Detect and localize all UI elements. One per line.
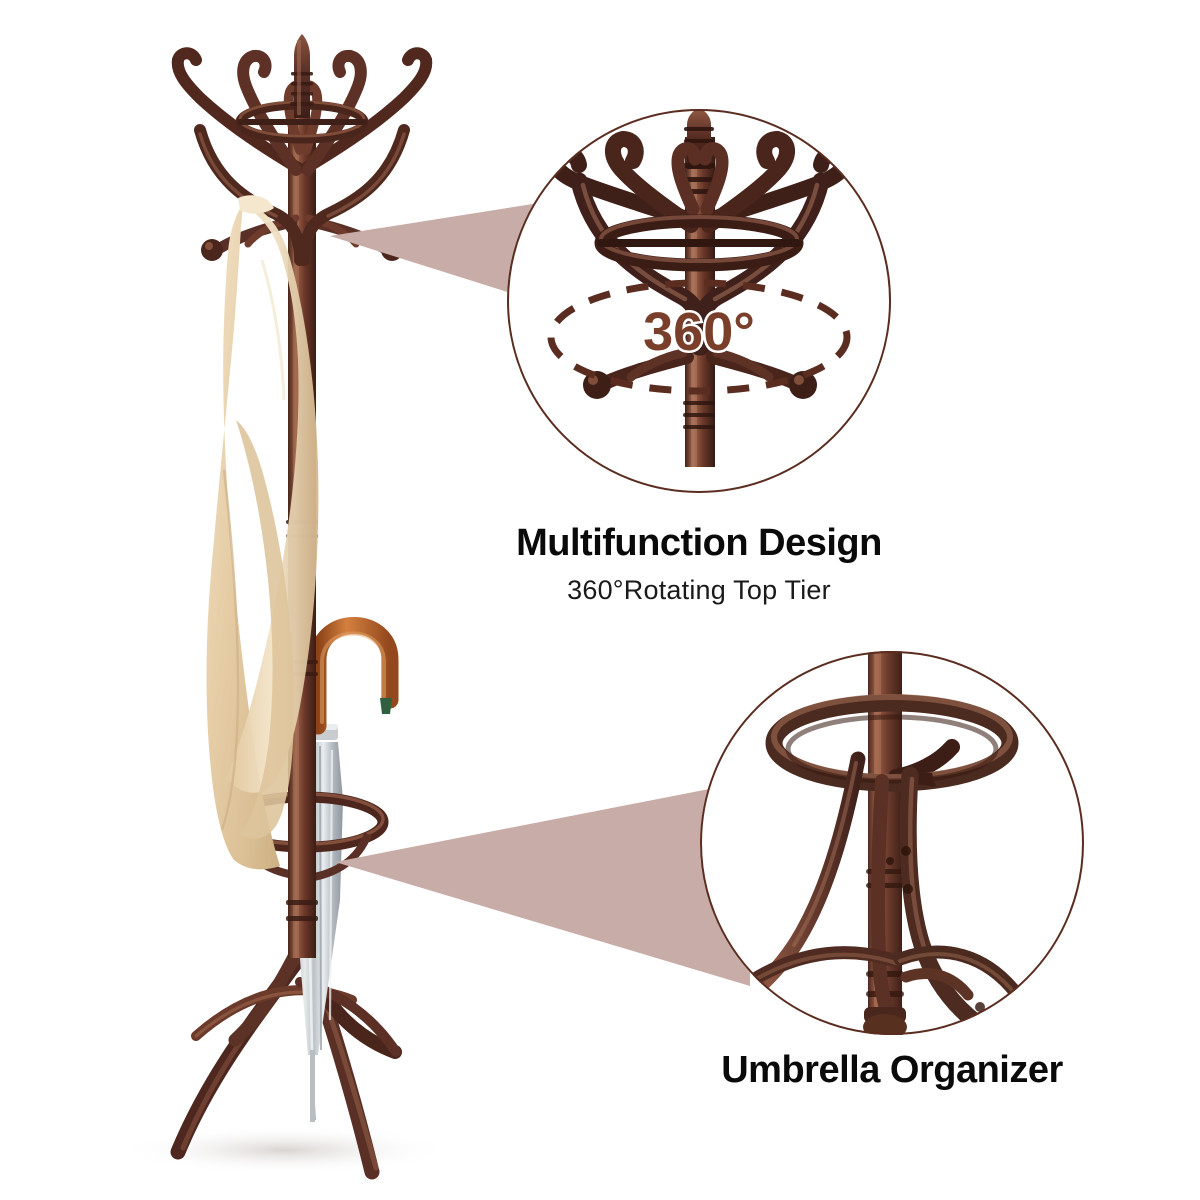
base-legs xyxy=(710,751,1023,1035)
feature-subtitle-multifunction: 360°Rotating Top Tier xyxy=(567,575,831,605)
bottom-collar xyxy=(863,1007,907,1035)
callout-circle-multifunction[interactable] xyxy=(507,109,891,493)
feature-title-umbrella: Umbrella Organizer xyxy=(721,1049,1063,1091)
feature-title-multifunction: Multifunction Design xyxy=(516,522,882,564)
finial-top xyxy=(290,34,314,118)
floor-shadow xyxy=(120,1126,450,1174)
umbrella-ring xyxy=(765,694,1019,792)
product-photo xyxy=(120,34,450,1180)
callout-circle-umbrella[interactable] xyxy=(700,651,1084,1035)
rotation-dashed-ellipse xyxy=(547,279,851,395)
badge-360-label: 360° xyxy=(641,302,758,362)
zoom-illustration-umbrella-ring xyxy=(710,651,1023,1035)
pointer-wedge-umbrella xyxy=(335,781,750,986)
zoom-illustration-top-tier xyxy=(547,109,853,467)
draped-coat xyxy=(206,195,319,870)
umbrella-handle xyxy=(309,617,399,735)
badge-360: 360° xyxy=(607,300,791,364)
